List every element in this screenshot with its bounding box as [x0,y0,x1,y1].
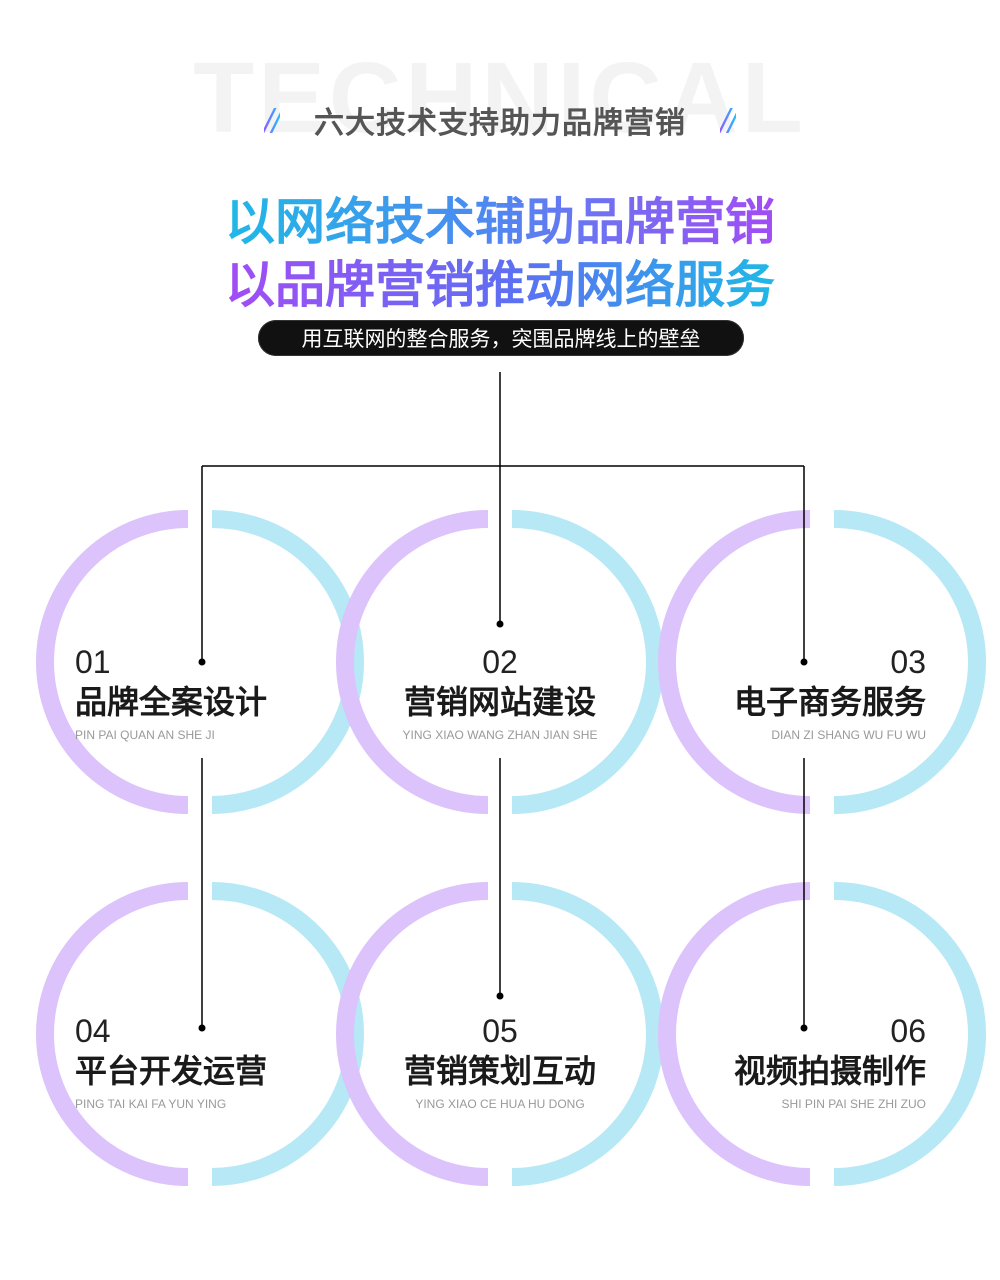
service-pinyin: PIN PAI QUAN AN SHE JI [75,728,215,742]
service-ring-02 [336,510,664,814]
section-header: // 六大技术支持助力品牌营销 // [0,98,1000,142]
service-card-02: 02 营销网站建设 YING XIAO WANG ZHAN JIAN SHE [365,646,635,742]
service-number: 03 [890,644,926,680]
service-card-06: 06 视频拍摄制作 SHI PIN PAI SHE ZHI ZUO [656,1015,926,1111]
background-watermark-text: TECHNICAL [193,42,807,154]
headline-line-2: 以品牌营销推动网络服务 [0,260,1000,310]
service-ring-04 [36,882,364,1186]
service-card-04: 04 平台开发运营 PING TAI KAI FA YUN YING [75,1015,345,1111]
service-title: 平台开发运营 [75,1052,268,1090]
headline-line-1-text: 以网络技术辅助品牌营销 [225,193,775,251]
service-pinyin: PING TAI KAI FA YUN YING [75,1097,227,1111]
service-card-03: 03 电子商务服务 DIAN ZI SHANG WU FU WU [656,646,926,742]
service-ring-05 [336,882,664,1186]
service-title: 营销网站建设 [403,683,596,721]
tagline-pill: 用互联网的整合服务，突围品牌线上的壁垒 [258,320,744,356]
service-number: 05 [482,1013,518,1049]
service-pinyin: SHI PIN PAI SHE ZHI ZUO [781,1097,926,1111]
service-number: 01 [75,644,111,680]
service-ring-06 [658,882,986,1186]
service-number: 02 [482,644,518,680]
service-ring-03 [658,510,986,814]
service-pinyin: YING XIAO WANG ZHAN JIAN SHE [402,728,598,742]
section-title: 六大技术支持助力品牌营销 [314,106,686,141]
service-pinyin: DIAN ZI SHANG WU FU WU [771,728,926,742]
service-title: 营销策划互动 [403,1052,596,1090]
service-number: 04 [75,1013,111,1049]
service-card-01: 01 品牌全案设计 PIN PAI QUAN AN SHE JI [75,646,345,742]
service-number: 06 [890,1013,926,1049]
service-title: 电子商务服务 [733,683,926,721]
service-card-05: 05 营销策划互动 YING XIAO CE HUA HU DONG [365,1015,635,1111]
headline-line-2-text: 以品牌营销推动网络服务 [225,256,775,314]
service-title: 视频拍摄制作 [733,1052,926,1090]
service-title: 品牌全案设计 [75,683,268,721]
service-ring-01 [36,510,364,814]
tagline-text: 用互联网的整合服务，突围品牌线上的壁垒 [301,327,701,351]
left-slash-mark: // [263,102,282,138]
service-pinyin: YING XIAO CE HUA HU DONG [415,1097,585,1111]
connector-dots [198,620,808,1032]
right-slash-mark: // [720,102,738,138]
connector-lines [201,372,805,1028]
headline-line-1: 以网络技术辅助品牌营销 [0,197,1000,247]
